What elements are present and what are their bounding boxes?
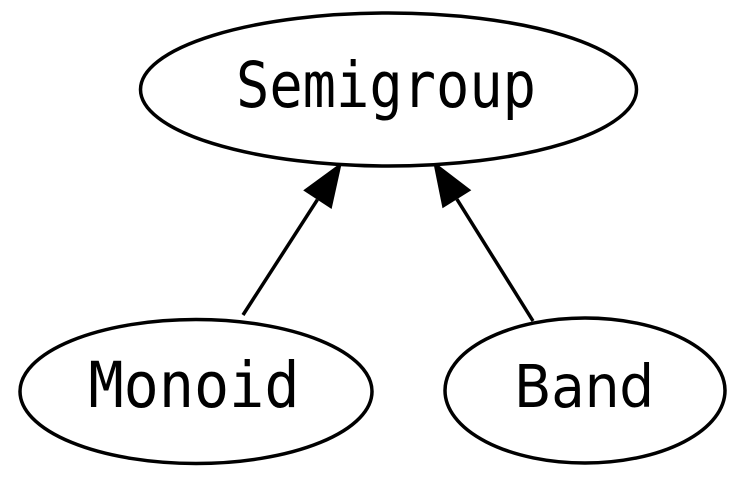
edge-line	[455, 198, 535, 322]
node-monoid: Monoid	[18, 317, 374, 466]
node-band: Band	[443, 316, 727, 465]
semigroup-label: Semigroup	[236, 49, 536, 122]
band-label: Band	[514, 352, 654, 421]
edge-band-to-semigroup	[433, 161, 535, 322]
node-semigroup: Semigroup	[138, 11, 639, 168]
arrowhead	[303, 162, 342, 209]
semigroup-ellipse	[138, 11, 639, 168]
arrowhead	[433, 161, 472, 209]
monoid-ellipse	[18, 317, 374, 466]
band-ellipse	[443, 316, 727, 465]
monoid-label: Monoid	[89, 349, 300, 422]
edge-monoid-to-semigroup	[241, 162, 342, 316]
edge-line	[241, 198, 319, 316]
